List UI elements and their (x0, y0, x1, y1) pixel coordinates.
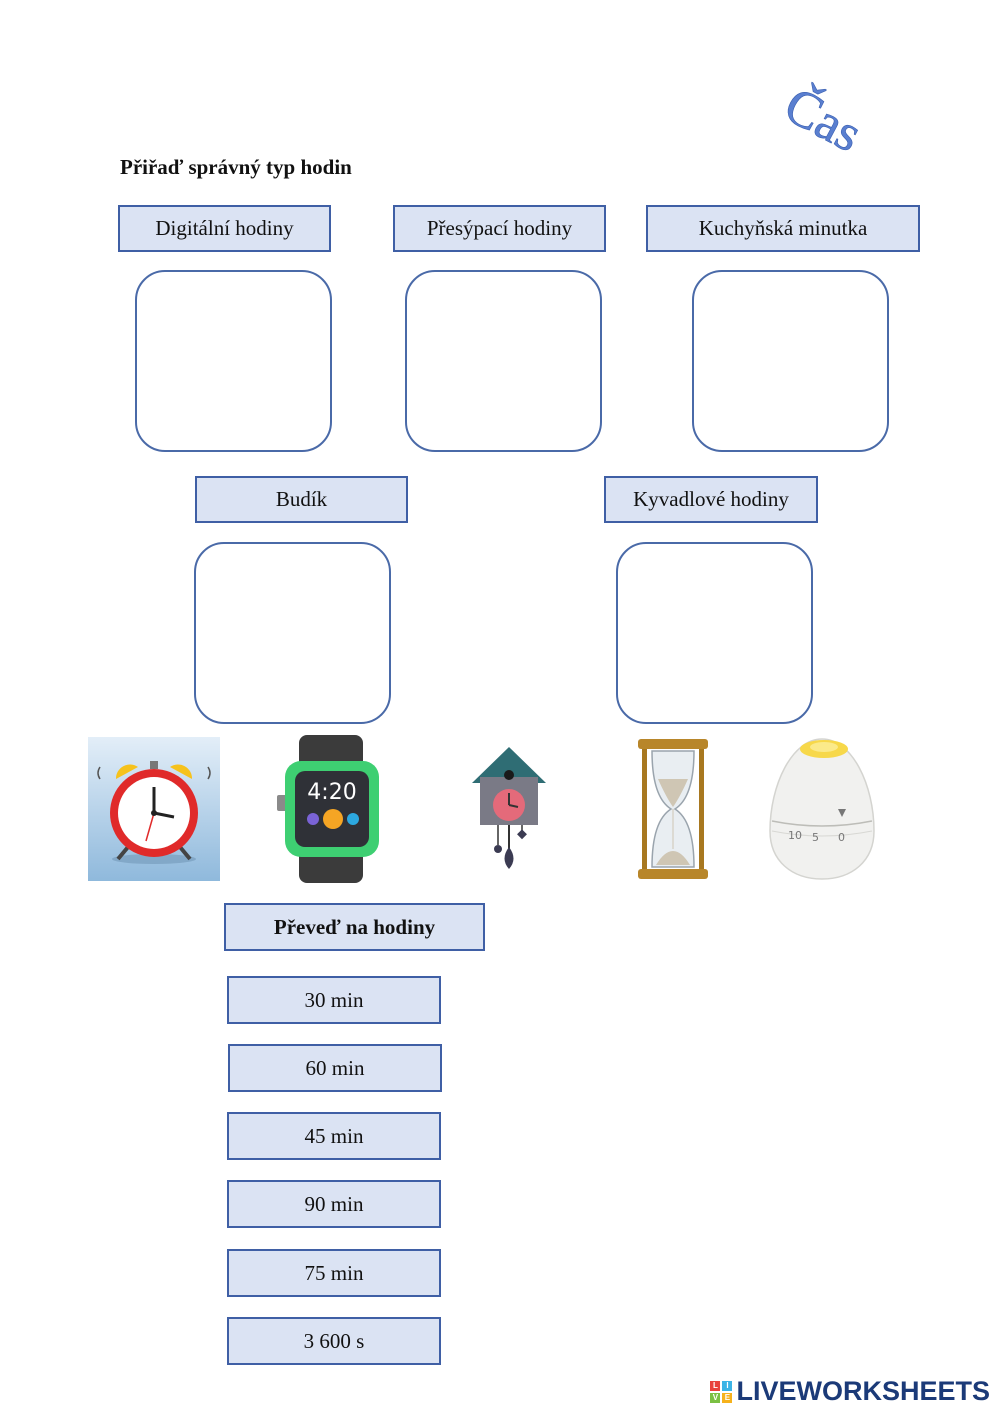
page-title: Čas (775, 78, 872, 164)
drop-box-digital-clock[interactable] (135, 270, 332, 452)
hourglass-icon[interactable] (636, 737, 710, 881)
label-digital-clock[interactable]: Digitální hodiny (118, 205, 331, 252)
drop-box-kitchen-timer[interactable] (692, 270, 889, 452)
page-title-text: Čas (775, 78, 871, 163)
liveworksheets-brand-text: LIVEWORKSHEETS (736, 1376, 990, 1406)
convert-item-90min[interactable]: 90 min (227, 1180, 441, 1228)
timer-scale-0: 0 (838, 831, 845, 844)
drop-box-pendulum-clock[interactable] (616, 542, 813, 724)
label-hourglass[interactable]: Přesýpací hodiny (393, 205, 606, 252)
liveworksheets-logo: L I V E LIVEWORKSHEETS (710, 1376, 990, 1407)
label-alarm-clock[interactable]: Budík (195, 476, 408, 523)
instruction-heading: Přiřaď správný typ hodin (120, 155, 352, 179)
label-kitchen-timer[interactable]: Kuchyňská minutka (646, 205, 920, 252)
egg-timer-icon[interactable]: 10 5 0 (766, 735, 878, 883)
convert-item-60min[interactable]: 60 min (228, 1044, 442, 1092)
timer-scale-10: 10 (788, 829, 802, 842)
drop-box-alarm-clock[interactable] (194, 542, 391, 724)
label-pendulum-clock[interactable]: Kyvadlové hodiny (604, 476, 818, 523)
convert-item-3600s[interactable]: 3 600 s (227, 1317, 441, 1365)
watch-time-text: 4:20 (307, 780, 356, 805)
cuckoo-clock-icon[interactable] (470, 745, 548, 873)
alarm-clock-icon[interactable] (88, 737, 220, 881)
drop-box-hourglass[interactable] (405, 270, 602, 452)
timer-scale-5: 5 (812, 831, 819, 844)
convert-item-30min[interactable]: 30 min (227, 976, 441, 1024)
liveworksheets-logo-icon: L I V E (710, 1380, 733, 1403)
convert-item-45min[interactable]: 45 min (227, 1112, 441, 1160)
convert-heading: Převeď na hodiny (224, 903, 485, 951)
convert-item-75min[interactable]: 75 min (227, 1249, 441, 1297)
smartwatch-icon[interactable]: 4:20 (275, 735, 379, 883)
